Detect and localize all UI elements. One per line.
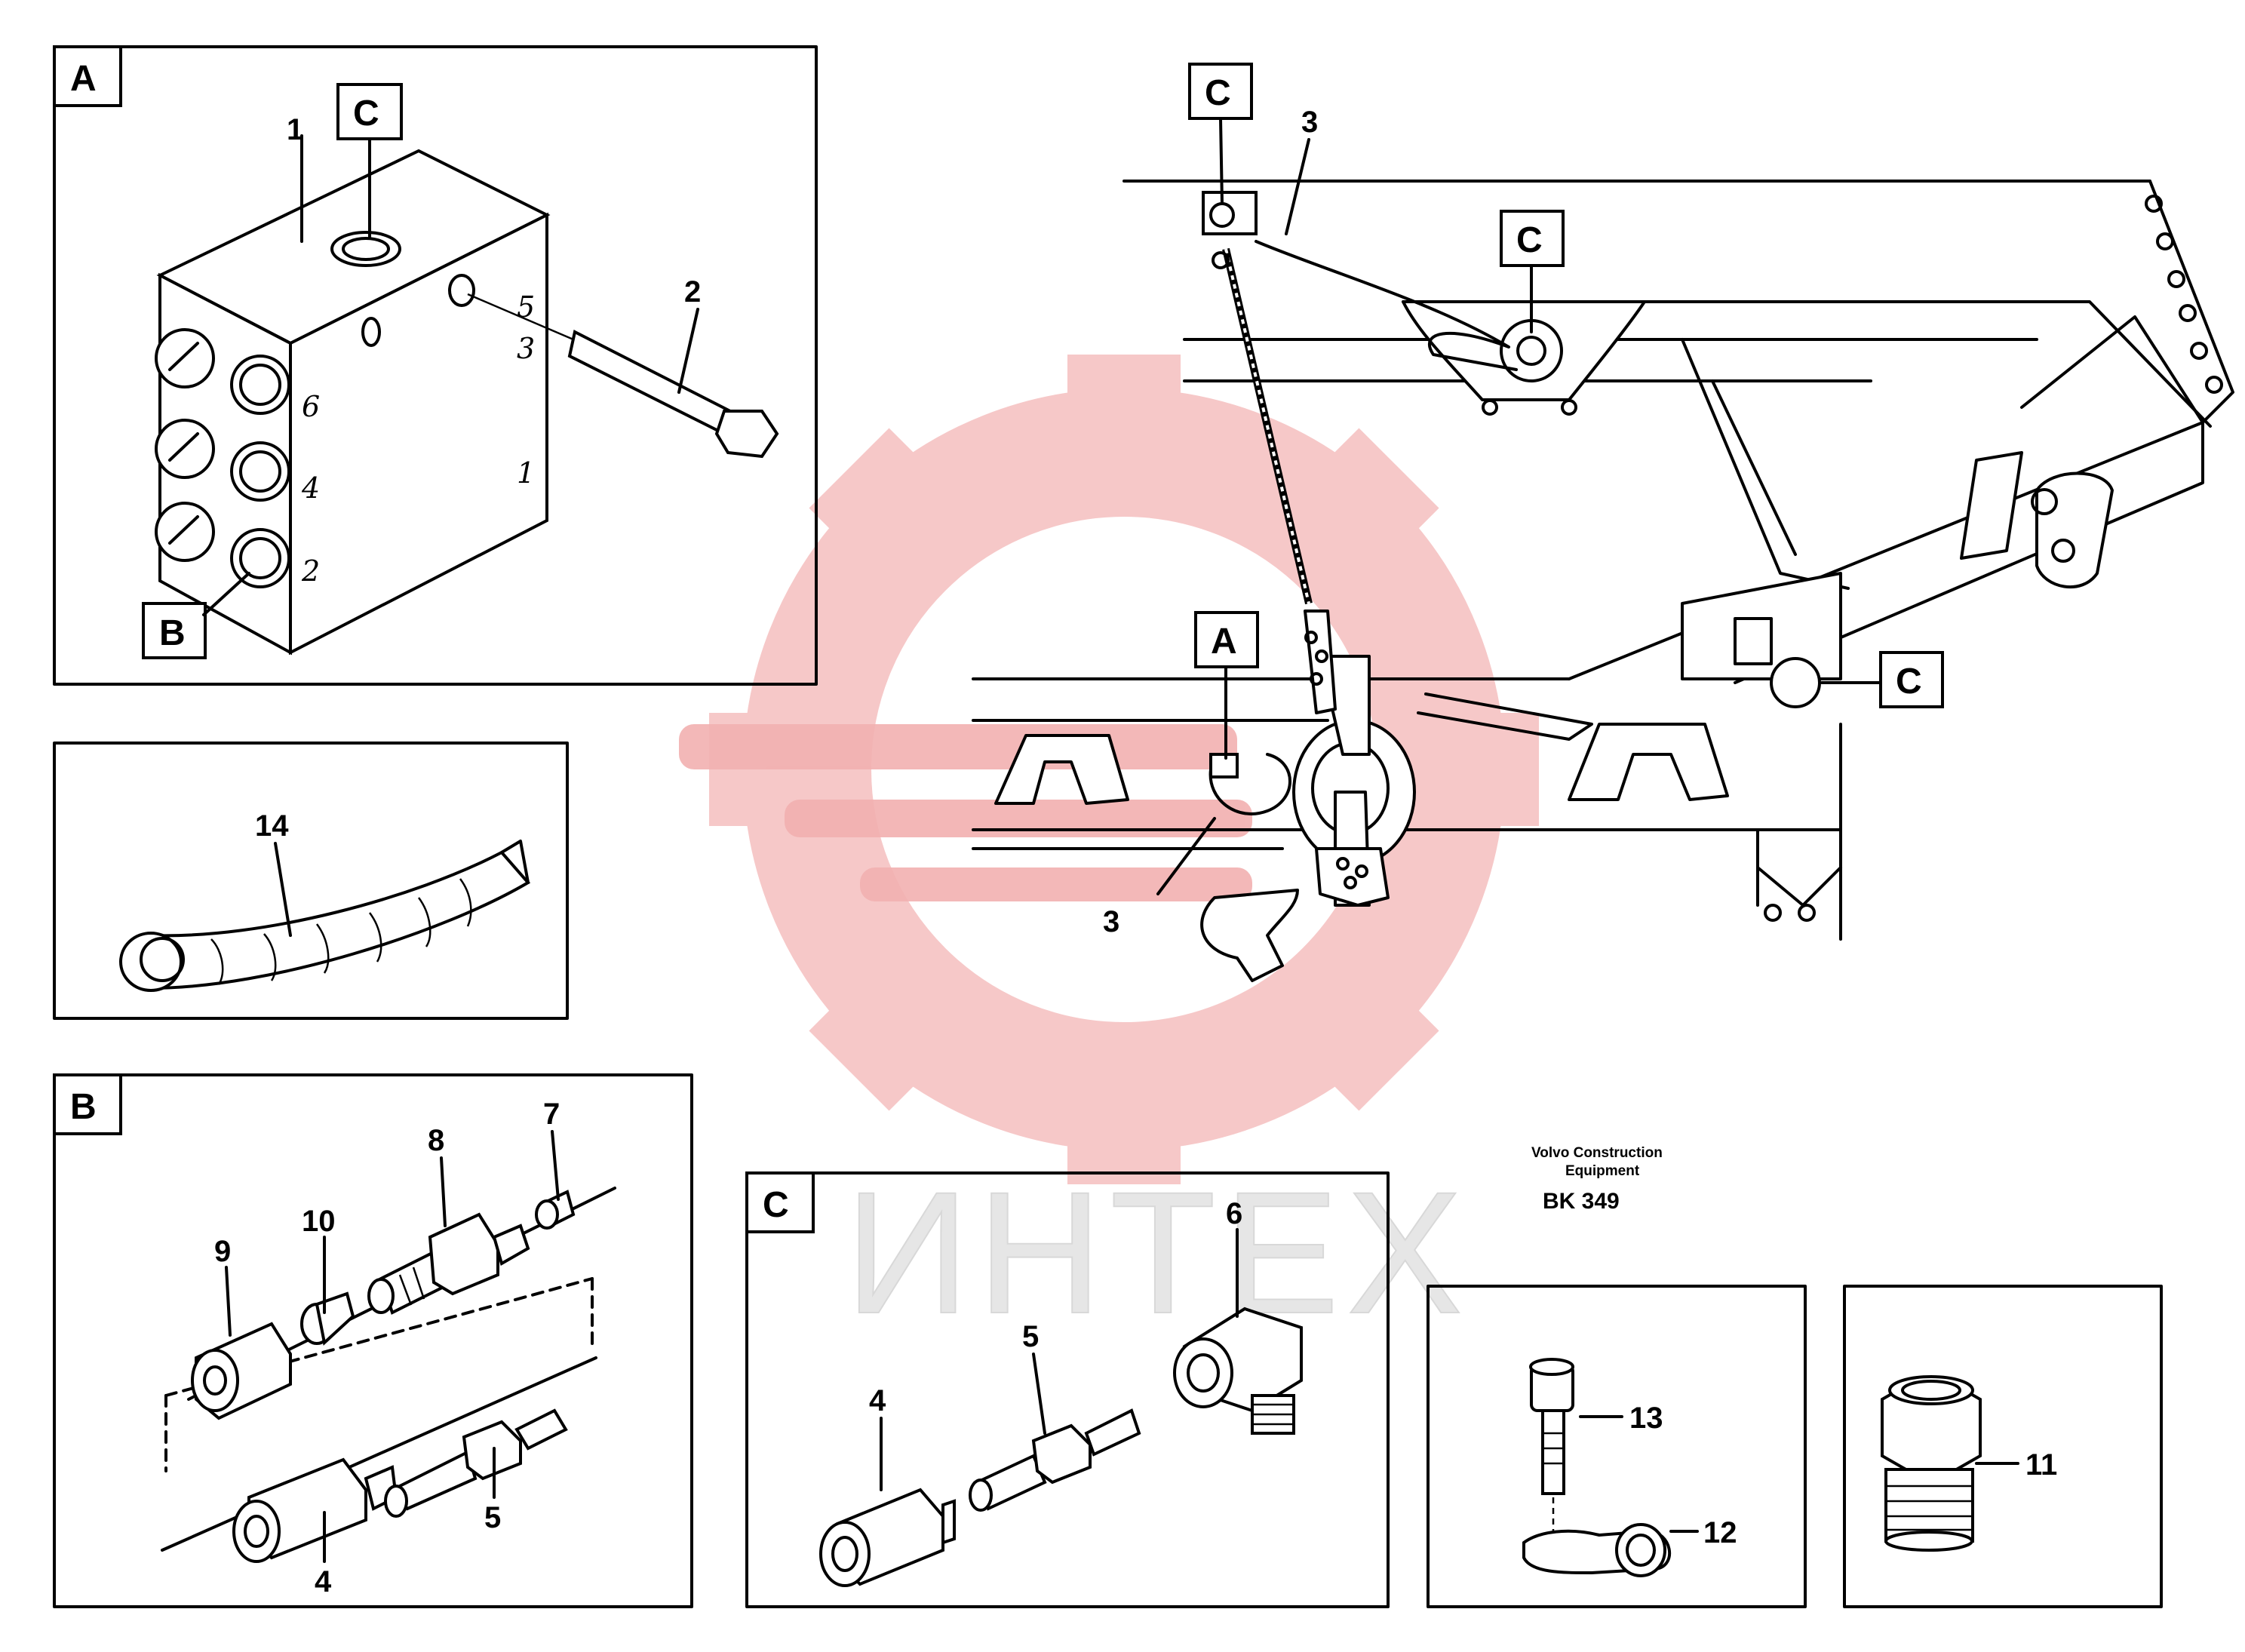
part-label: 1: [287, 113, 303, 146]
part-label: 2: [301, 554, 320, 588]
part-label: 6: [1226, 1197, 1242, 1230]
callout-c-mid: C: [1500, 210, 1565, 333]
part-label: 7: [543, 1098, 560, 1131]
spiral-wrap-icon: [119, 840, 531, 992]
part-label: 2: [684, 275, 701, 309]
ferrule-icon: [535, 1190, 576, 1230]
part-label: 4: [301, 471, 320, 505]
callout-c-top: C: [1188, 63, 1253, 205]
callout-a-main: A: [1194, 611, 1259, 760]
hose-bottom: [1208, 753, 1291, 815]
screw-icon: [1529, 1358, 1574, 1546]
panel-adapter: 11: [1843, 1285, 2163, 1608]
part-label: 5: [1022, 1320, 1039, 1353]
clamp-icon: [1522, 1523, 1671, 1577]
part-label: 11: [2025, 1448, 2057, 1482]
part-label: B: [70, 1087, 97, 1127]
part-label: 3: [1103, 905, 1119, 938]
lower-union-nut-icon: [232, 1457, 398, 1563]
part-label: 1: [517, 456, 535, 490]
part-label: 3: [517, 332, 535, 365]
part-label: 4: [315, 1565, 332, 1598]
frame-structure: [972, 677, 1842, 982]
main-assembly-view: 3 3 C C C A: [972, 63, 2234, 982]
part-label: 13: [1629, 1402, 1663, 1435]
part-label: 8: [428, 1124, 444, 1157]
distribution-block: 6 4 2 5 3 1: [155, 149, 551, 656]
watermark-text: ИНТЕХ: [845, 1156, 1470, 1350]
callout-c-a: C: [336, 83, 403, 239]
panel-spiral: 14: [53, 742, 569, 1020]
part-label: B: [159, 613, 186, 653]
part-label: C: [763, 1185, 789, 1225]
part-label: 9: [214, 1235, 231, 1268]
part-label: 14: [255, 809, 289, 843]
hose-top: [1255, 240, 1518, 371]
part-label: 5: [517, 290, 535, 324]
sleeve-ring-icon: [300, 1291, 355, 1346]
part-label: A: [1211, 622, 1237, 662]
panel-b-tag: B: [53, 1073, 122, 1135]
plug-icon: [155, 328, 215, 562]
maker-line-1: Volvo Construction: [1531, 1145, 1663, 1161]
union-nut-icon: [191, 1322, 292, 1420]
boom-structure: [1122, 180, 2234, 708]
panel-a-tag: A: [53, 45, 122, 107]
part-label: C: [1896, 662, 1922, 702]
maker-line-2: Equipment: [1565, 1163, 1640, 1179]
manufacturer-note: Volvo Construction Equipment BK 349: [1531, 1145, 1663, 1214]
lower-nipple-icon: [384, 1408, 568, 1518]
part-label: C: [1516, 220, 1543, 260]
drawing-code: BK 349: [1543, 1189, 1620, 1214]
panel-a: A 6 4 2 5 3 1: [53, 45, 818, 686]
threaded-adapter-fitting-icon: [1881, 1375, 1982, 1552]
part-label: C: [1205, 73, 1231, 113]
part-label: 12: [1703, 1516, 1737, 1549]
panel-bolt-clamp: 13 12: [1427, 1285, 1807, 1608]
part-label: A: [70, 59, 97, 99]
threaded-port-icon: [230, 355, 290, 588]
elbow-fitting-icon: [1173, 1307, 1303, 1435]
callout-b-a: B: [142, 572, 250, 659]
sensor-rod: [1202, 191, 1313, 605]
nipple-icon: [969, 1408, 1141, 1512]
part-label: 5: [484, 1501, 501, 1534]
panel-c-tag: C: [745, 1171, 815, 1233]
part-label: 4: [869, 1384, 886, 1417]
nut-icon: [819, 1488, 956, 1587]
hollow-bolt-icon: [467, 293, 779, 459]
part-label: 10: [302, 1205, 336, 1238]
part-label: 3: [1301, 106, 1318, 139]
panel-b: B: [53, 1073, 693, 1608]
panel-c: C 6 5 4: [745, 1171, 1390, 1608]
sensor-arm: [1292, 610, 1416, 907]
part-label: C: [353, 94, 379, 134]
callout-c-right: C: [1820, 651, 1944, 708]
part-label: 6: [302, 390, 320, 423]
threaded-adapter-icon: [367, 1212, 530, 1315]
